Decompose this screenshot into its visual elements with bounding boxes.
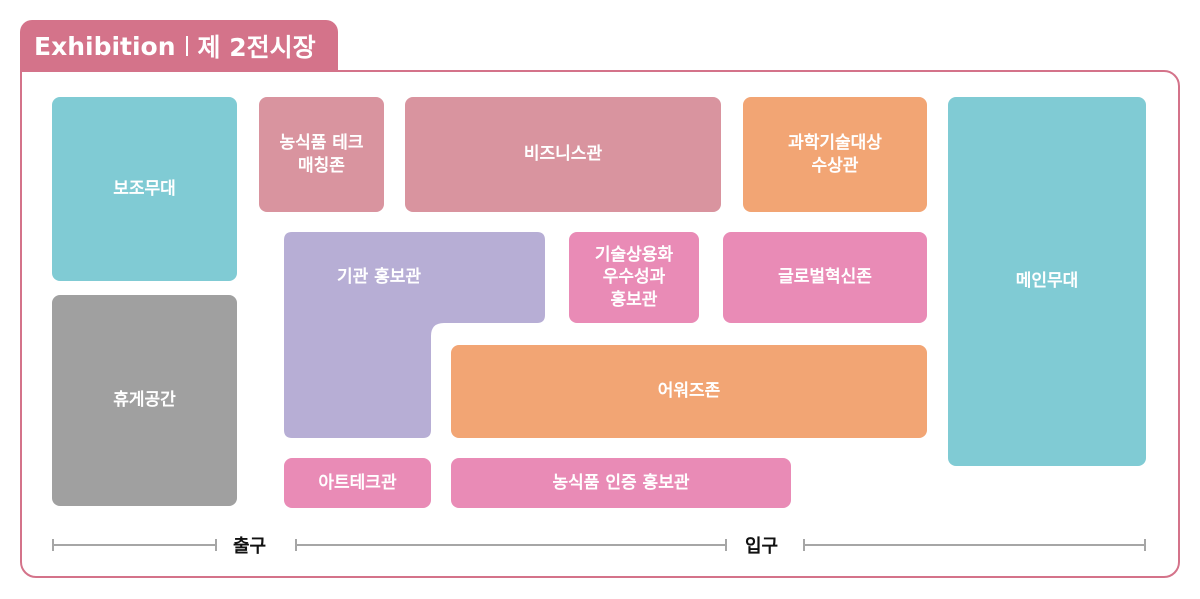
zone-institution[interactable]: 기관 홍보관: [336, 267, 422, 288]
exit-label: 출구: [233, 536, 267, 557]
entrance-label: 입구: [745, 536, 779, 557]
zone-rest-area[interactable]: 휴게공간: [52, 295, 237, 506]
exhibition-title-tab: Exhibition 제 2전시장: [20, 20, 338, 72]
zone-main-stage[interactable]: 메인무대: [948, 97, 1146, 466]
zone-business[interactable]: 비즈니스관: [405, 97, 721, 212]
floor-plan-frame: [20, 70, 1180, 578]
wall-line: [52, 539, 217, 551]
zone-tech-commercial[interactable]: 기술상용화 우수성과 홍보관: [569, 232, 699, 323]
zone-agrifood-tech[interactable]: 농식품 테크 매칭존: [259, 97, 384, 212]
zone-awards[interactable]: 어워즈존: [451, 345, 927, 438]
zone-arttech[interactable]: 아트테크관: [284, 458, 431, 508]
zone-sub-stage[interactable]: 보조무대: [52, 97, 237, 281]
wall-line: [295, 539, 727, 551]
title-en: Exhibition: [34, 31, 176, 61]
zone-institution-shape[interactable]: [284, 232, 546, 439]
zone-agrifood-cert[interactable]: 농식품 인증 홍보관: [451, 458, 791, 508]
zone-science-award[interactable]: 과학기술대상 수상관: [743, 97, 927, 212]
wall-line: [803, 539, 1146, 551]
title-ko: 제 2전시장: [197, 33, 316, 62]
title-divider: [185, 36, 188, 56]
zone-global-innovation[interactable]: 글로벌혁신존: [723, 232, 927, 323]
